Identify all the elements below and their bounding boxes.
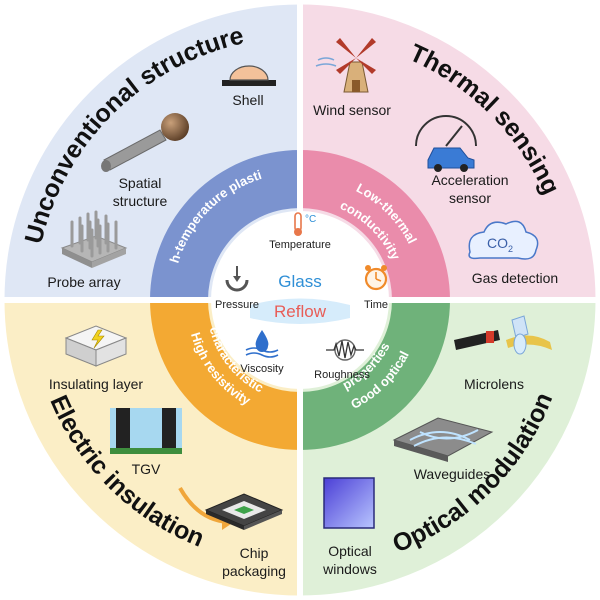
label-optical-2: windows	[322, 561, 377, 577]
degree-celsius-label: °C	[305, 214, 316, 225]
band-q1	[150, 150, 300, 300]
label-waveguides: Waveguides	[414, 466, 491, 482]
center-time: Time	[364, 299, 388, 311]
co2-cloud-icon: CO 2	[468, 220, 539, 260]
band-q4	[300, 300, 450, 450]
label-optical-1: Optical	[328, 543, 372, 559]
glass-melt-shape	[250, 298, 350, 324]
label-shell: Shell	[232, 92, 263, 108]
co2-subscript: 2	[508, 244, 513, 254]
label-probe-array: Probe array	[47, 274, 120, 290]
probe-array-icon	[60, 210, 128, 268]
windmill-icon	[315, 38, 376, 93]
label-acceleration-2: sensor	[449, 190, 491, 206]
label-chip-1: Chip	[240, 545, 269, 561]
co2-text: CO	[487, 235, 508, 251]
chip-packaging-icon	[204, 493, 284, 530]
label-gas-detection: Gas detection	[472, 270, 558, 286]
label-spatial-1: Spatial	[119, 175, 162, 191]
label-acceleration-1: Acceleration	[431, 172, 508, 188]
shell-icon	[222, 65, 276, 86]
waveguides-icon	[392, 417, 494, 462]
insulating-layer-icon	[64, 325, 128, 367]
label-spatial-2: structure	[113, 193, 168, 209]
band-q2	[300, 150, 450, 300]
thermometer-icon: °C	[294, 212, 316, 236]
roughness-wave-icon	[326, 339, 364, 361]
label-chip-2: packaging	[222, 563, 286, 579]
center-pressure: Pressure	[215, 299, 259, 311]
alarm-clock-icon	[364, 265, 388, 291]
label-insulating-layer: Insulating layer	[49, 376, 144, 392]
center-viscosity: Viscosity	[240, 363, 284, 375]
label-wind-sensor: Wind sensor	[313, 102, 391, 118]
label-microlens: Microlens	[464, 376, 524, 392]
microlens-icon	[454, 315, 552, 355]
speedometer-car-icon	[415, 115, 477, 172]
center-roughness: Roughness	[314, 369, 370, 381]
water-drop-icon	[245, 330, 279, 358]
band-q3	[150, 300, 300, 450]
center-temperature: Temperature	[269, 239, 331, 251]
label-tgv: TGV	[132, 461, 161, 477]
optical-window-icon	[323, 477, 375, 529]
pressure-icon	[225, 266, 249, 292]
tgv-icon	[110, 408, 182, 454]
spatial-structure-icon	[101, 113, 189, 172]
center-reflow: Reflow	[274, 302, 327, 321]
center-glass: Glass	[278, 272, 321, 291]
